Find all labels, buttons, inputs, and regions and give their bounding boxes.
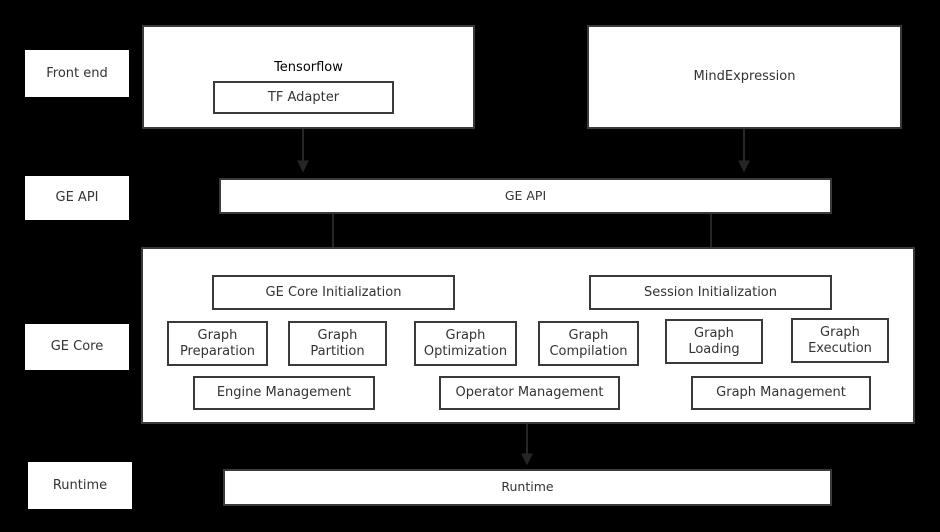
- mindexpression-box[interactable]: MindExpression: [587, 25, 902, 129]
- graph-partition-box[interactable]: Graph Partition: [288, 321, 387, 366]
- tf-adapter-box[interactable]: TF Adapter: [213, 81, 394, 114]
- ge-api-label: GE API: [504, 187, 547, 203]
- engine-management-box[interactable]: Engine Management: [193, 376, 375, 410]
- tensorflow-label: Tensorflow: [274, 60, 343, 75]
- layer-label-ge-api-text: GE API: [55, 190, 99, 206]
- operator-management-box[interactable]: Operator Management: [439, 376, 620, 410]
- layer-label-ge-core: GE Core: [25, 324, 129, 370]
- graph-compilation-label: Graph Compilation: [549, 328, 628, 359]
- runtime-label: Runtime: [501, 479, 554, 495]
- ge-core-initialization-label: GE Core Initialization: [265, 284, 402, 300]
- operator-management-label: Operator Management: [455, 385, 604, 401]
- graph-execution-box[interactable]: Graph Execution: [791, 318, 889, 363]
- session-initialization-box[interactable]: Session Initialization: [589, 275, 832, 310]
- graph-compilation-box[interactable]: Graph Compilation: [538, 321, 639, 366]
- engine-management-label: Engine Management: [216, 385, 352, 401]
- graph-optimization-label: Graph Optimization: [423, 328, 508, 359]
- graph-preparation-label: Graph Preparation: [179, 328, 256, 359]
- layer-label-ge-core-text: GE Core: [50, 339, 104, 355]
- runtime-box[interactable]: Runtime: [223, 469, 832, 506]
- graph-loading-label: Graph Loading: [688, 326, 740, 357]
- graph-optimization-box[interactable]: Graph Optimization: [414, 321, 517, 366]
- ge-api-box[interactable]: GE API: [219, 178, 832, 214]
- layer-label-front-end-text: Front end: [46, 65, 108, 81]
- graph-management-label: Graph Management: [716, 385, 846, 401]
- graph-management-box[interactable]: Graph Management: [691, 376, 871, 410]
- session-initialization-label: Session Initialization: [643, 284, 777, 300]
- mindexpression-label: MindExpression: [693, 69, 796, 85]
- layer-label-ge-api: GE API: [25, 176, 129, 220]
- graph-partition-label: Graph Partition: [310, 328, 365, 359]
- graph-execution-label: Graph Execution: [808, 325, 872, 356]
- layer-label-front-end: Front end: [25, 50, 129, 97]
- graph-loading-box[interactable]: Graph Loading: [665, 319, 763, 364]
- layer-label-runtime-text: Runtime: [52, 477, 108, 493]
- graph-preparation-box[interactable]: Graph Preparation: [167, 321, 268, 366]
- tf-adapter-label: TF Adapter: [267, 89, 340, 105]
- layer-label-runtime: Runtime: [28, 462, 132, 509]
- ge-core-initialization-box[interactable]: GE Core Initialization: [212, 275, 455, 310]
